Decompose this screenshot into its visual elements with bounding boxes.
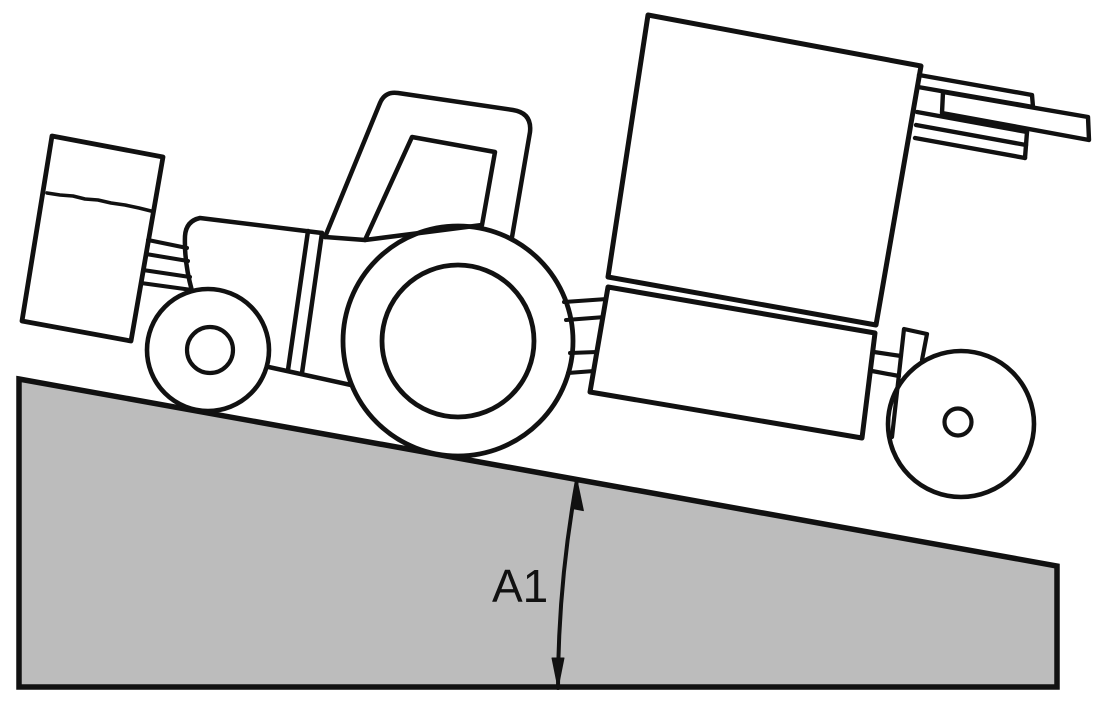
boom-arm-lower <box>912 109 1030 161</box>
boom-arm-long <box>939 89 1092 143</box>
front-wheel-hub <box>184 324 236 376</box>
chassis-bottom <box>261 363 354 388</box>
implement-wheel <box>885 348 1037 500</box>
boom-arm-upper <box>915 72 1036 110</box>
wheel-bracket <box>869 326 930 440</box>
angle-arrow-up <box>571 479 584 512</box>
implement-wheel-hub <box>942 406 974 438</box>
cab-front-lower-edge <box>285 228 311 373</box>
bracket-link-lower <box>869 368 902 379</box>
cab-window <box>362 134 498 243</box>
angle-arrow-down <box>551 657 565 689</box>
boom-arms <box>912 72 1092 161</box>
rear-hitch-links <box>562 297 609 375</box>
implement-tank <box>605 12 924 328</box>
drawing-root: A1 <box>16 12 1092 690</box>
weight-box-fill-line <box>45 191 153 213</box>
hood-outline <box>182 215 325 294</box>
front-weight-box <box>19 133 166 344</box>
implement-lower-box <box>587 284 878 441</box>
rear-wheel <box>340 223 576 459</box>
bracket-link-upper <box>871 349 904 359</box>
tractor-body <box>182 215 354 388</box>
front-wheel <box>144 286 272 414</box>
angle-label: A1 <box>492 560 548 612</box>
cab-bottom-edge <box>322 234 368 243</box>
front-hitch-links <box>139 238 194 292</box>
tractor-cab <box>322 90 533 246</box>
slope-wedge <box>16 375 1060 690</box>
rear-wheel-rim <box>379 262 537 420</box>
cab-frame <box>322 90 533 246</box>
angle-dimension: A1 <box>492 478 584 690</box>
cab-front-lower-edge-2 <box>299 230 325 376</box>
